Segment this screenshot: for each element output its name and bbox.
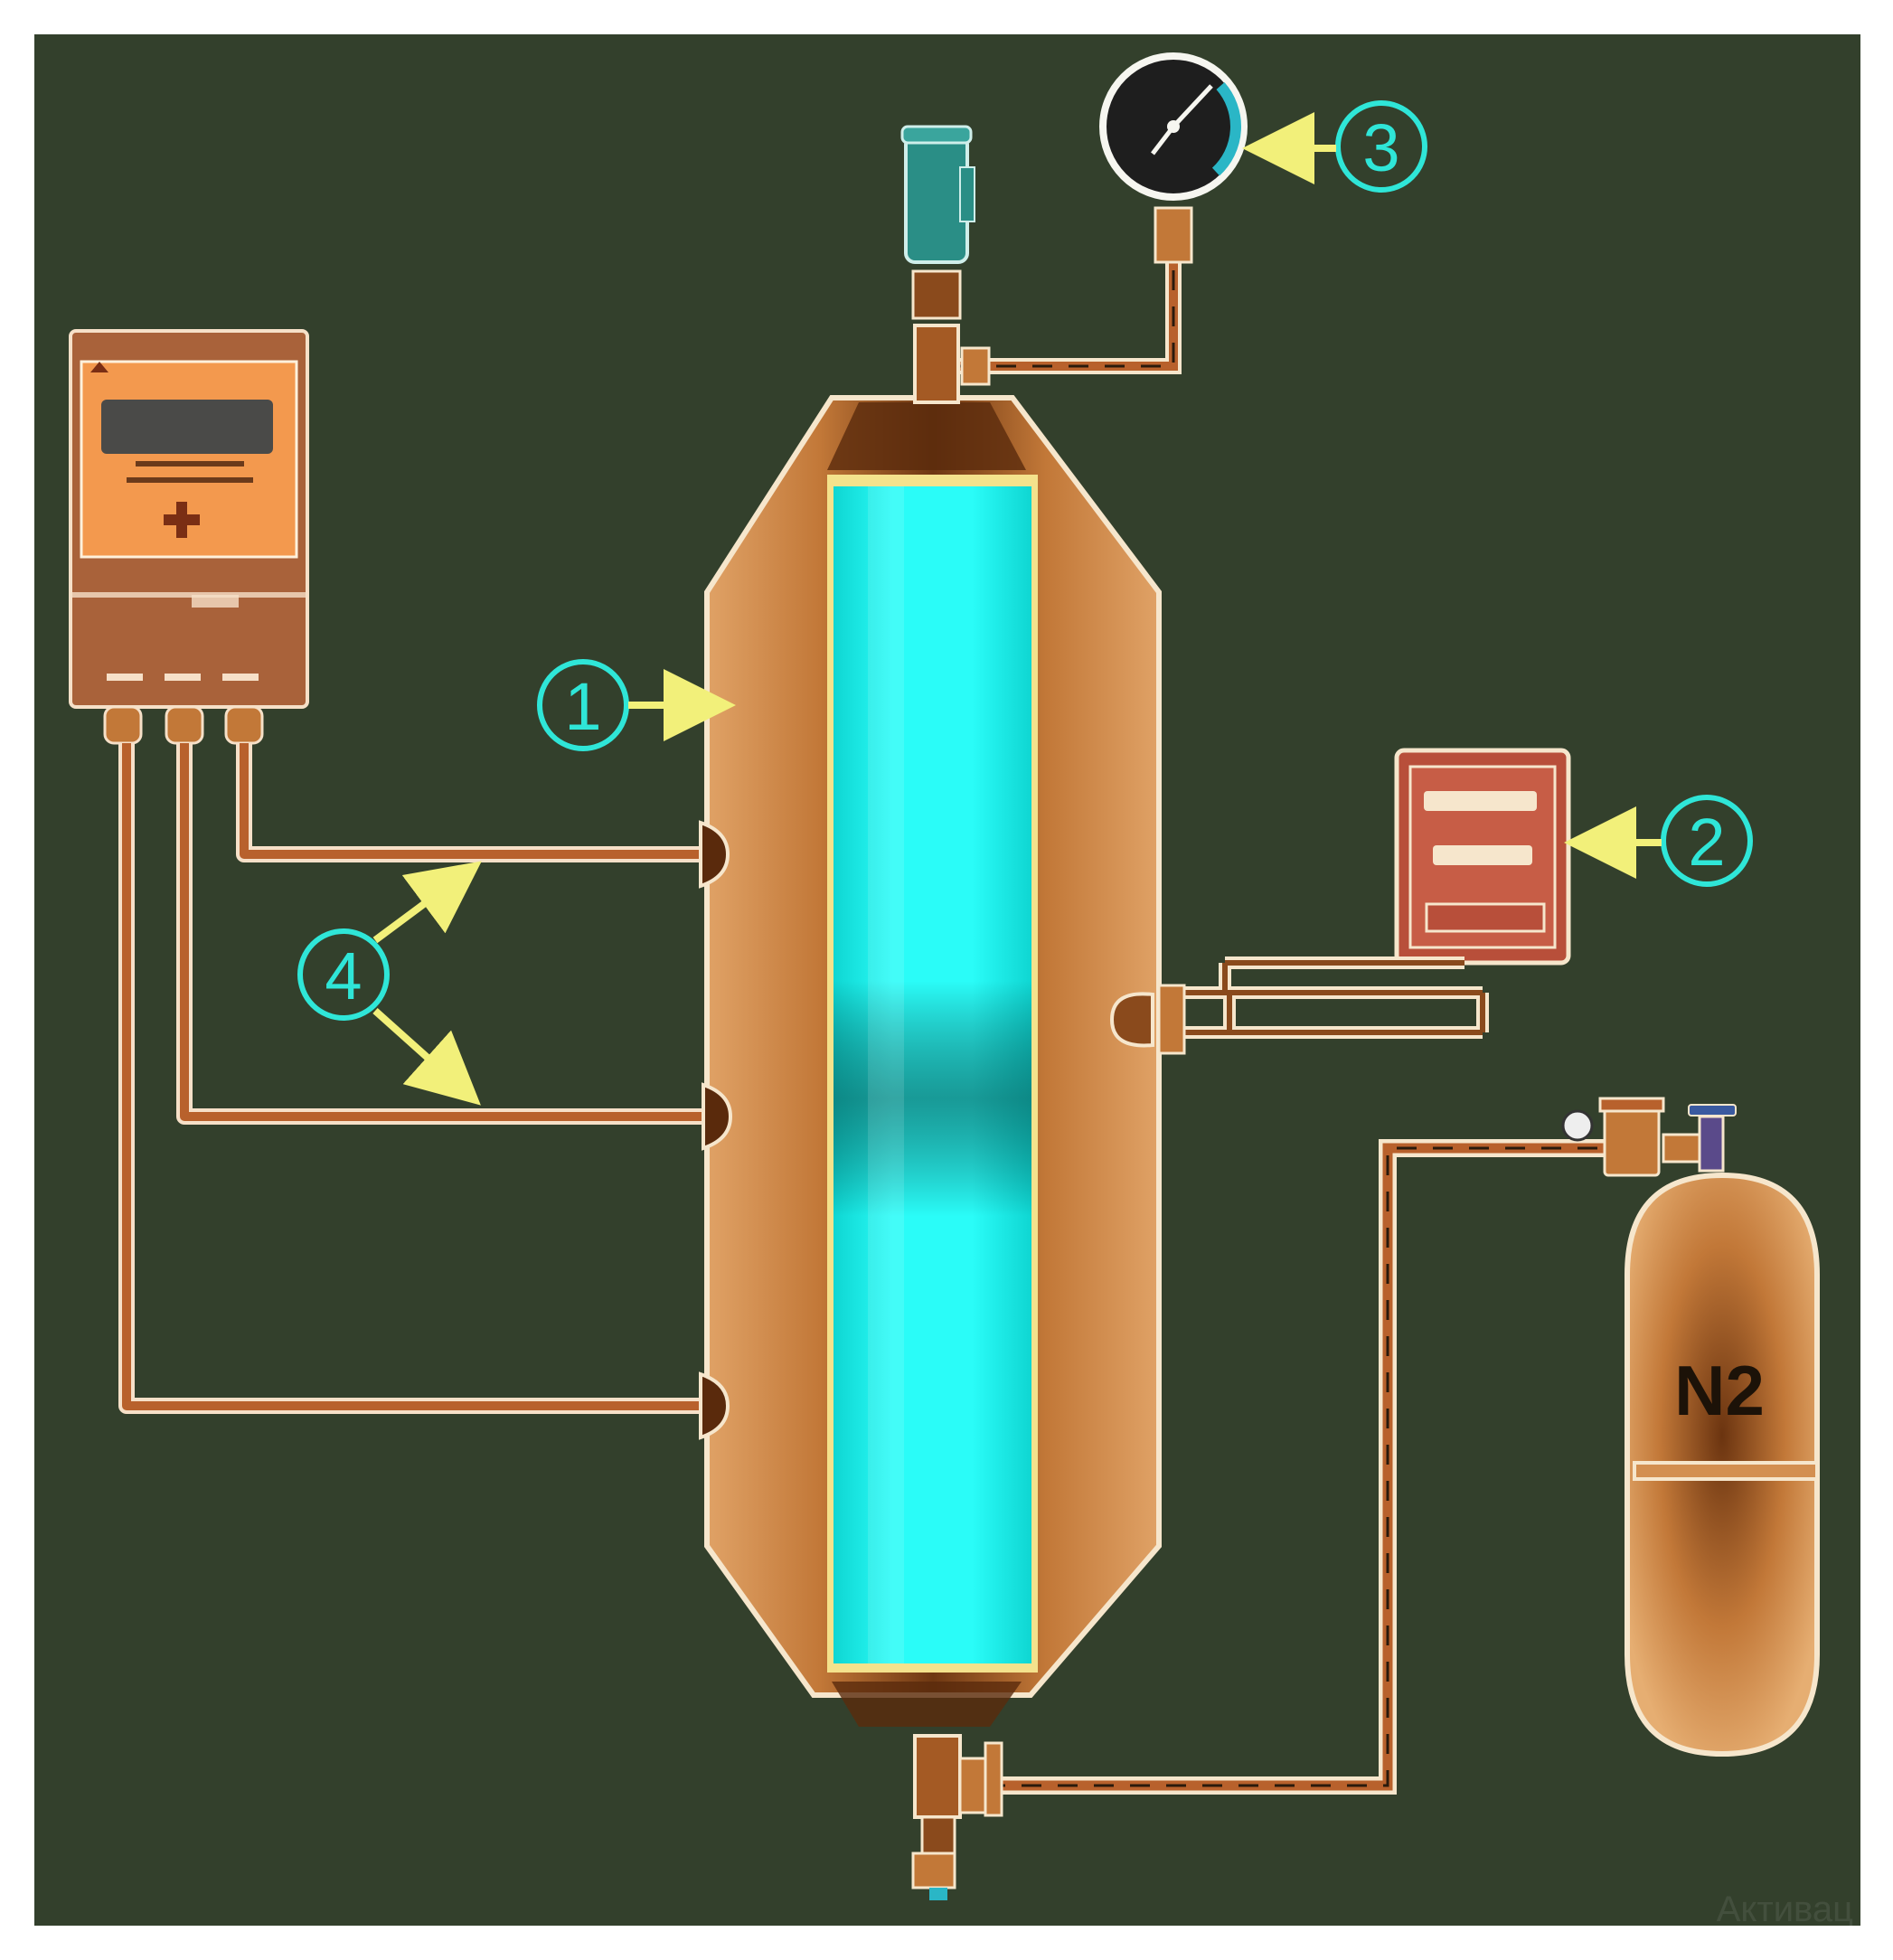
callout-3-label: 3 [1362, 110, 1399, 185]
callout-4-arrow-top [372, 861, 482, 944]
bottom-valve [911, 1734, 1003, 1900]
level-sensor-low [699, 1371, 730, 1440]
callout-2-label: 2 [1688, 805, 1725, 880]
callout-4-label: 4 [325, 938, 362, 1013]
gauge-line [960, 262, 1182, 386]
level-controller-unit [69, 329, 309, 745]
cylinder-label: N2 [1674, 1351, 1765, 1430]
sensor-cables [118, 743, 705, 1414]
logo-icon [90, 362, 108, 372]
top-fitting [900, 125, 975, 404]
main-vessel [699, 395, 1162, 1727]
level-sensor-mid [702, 1082, 733, 1151]
callout-1: 1 [537, 659, 736, 751]
level-sensor-high [699, 820, 730, 889]
callout-3: 3 [1242, 100, 1427, 193]
gauge-needle [1172, 84, 1213, 128]
bottom-outlet [985, 1139, 1618, 1795]
flow-meter [1394, 748, 1571, 966]
controller-display [101, 400, 273, 454]
heater-probe [1109, 956, 1489, 1055]
n2-regulator [1561, 1097, 1737, 1177]
callout-4: 4 [297, 861, 482, 1106]
watermark-text: Активац [1717, 1889, 1853, 1929]
plus-icon [164, 502, 200, 538]
callout-4-arrow-bottom [372, 1008, 481, 1106]
n2-cylinder: N2 [1625, 1172, 1820, 1757]
motor-icon [904, 134, 969, 264]
pressure-gauge [1099, 52, 1248, 264]
callout-1-label: 1 [564, 669, 601, 744]
callout-2: 2 [1564, 795, 1753, 887]
